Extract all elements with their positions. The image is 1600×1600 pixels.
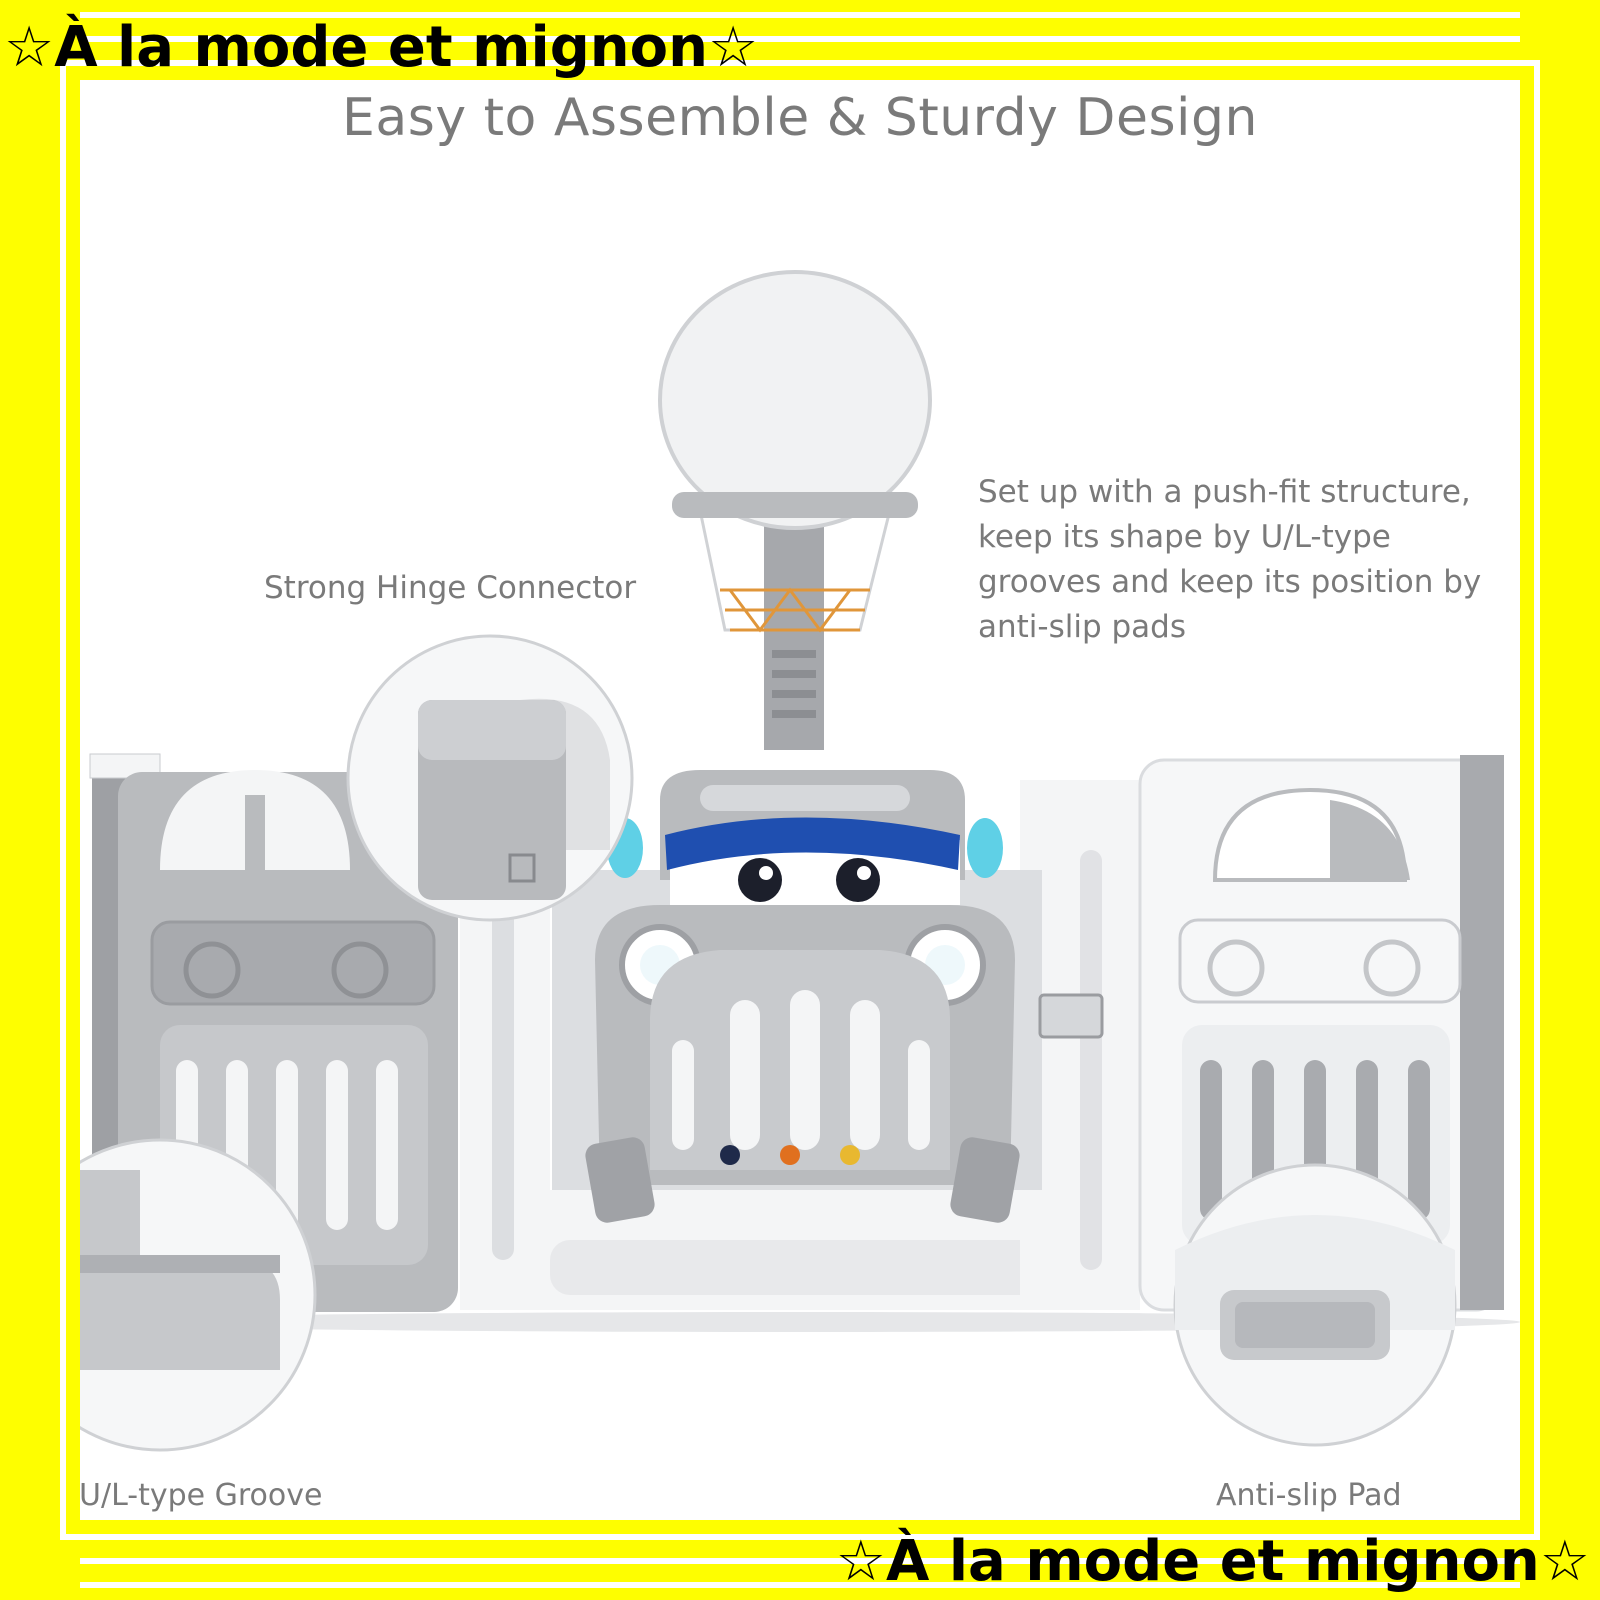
backboard [658, 270, 932, 530]
gate-latch [1038, 993, 1104, 1039]
basketball-hoop [658, 270, 932, 750]
car-gate-panel [552, 770, 1104, 1223]
hinge-connector-label: Strong Hinge Connector [264, 570, 637, 606]
right-cyan-light [967, 818, 1003, 878]
groove-label: U/L-type Groove [79, 1478, 323, 1513]
hoop-rim [672, 492, 918, 518]
hinge-zoom-circle [346, 634, 634, 922]
top-banner-text: ☆À la mode et mignon☆ [4, 15, 759, 80]
description-line: Set up with a push-fit structure, [978, 474, 1471, 510]
left-panel-wheel-icon [183, 941, 241, 999]
inner-frame-line-overlay [60, 60, 1540, 1540]
car-blue-brow [665, 817, 960, 870]
floor-shadow [80, 1312, 1520, 1332]
bottom-banner-text: ☆À la mode et mignon☆ [835, 1529, 1590, 1594]
right-panel-wheel-icon [1363, 939, 1421, 997]
description-line: grooves and keep its position by [978, 564, 1482, 600]
description-line: anti-slip pads [978, 609, 1187, 645]
assembly-description: Set up with a push-fit structure, keep i… [978, 470, 1538, 650]
left-panel-wheel-icon [331, 941, 389, 999]
anti-slip-pad-label: Anti-slip Pad [1216, 1478, 1402, 1513]
anti-slip-pad-zoom-circle [1173, 1163, 1457, 1447]
headline: Easy to Assemble & Sturdy Design [342, 88, 1258, 148]
left-panel [89, 753, 458, 1312]
right-panel-wheel-icon [1207, 939, 1265, 997]
description-line: keep its shape by U/L-type [978, 519, 1391, 555]
